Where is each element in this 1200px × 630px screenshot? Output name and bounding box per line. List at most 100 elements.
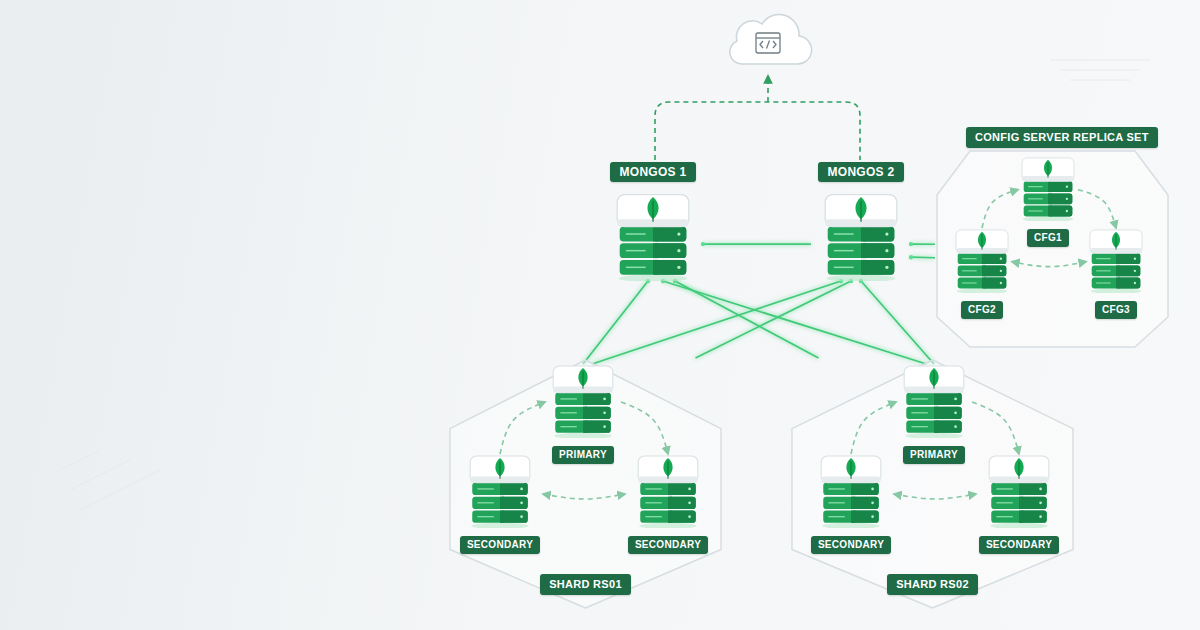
server-layer — [828, 260, 895, 275]
server-layer — [828, 243, 895, 258]
network-link — [592, 281, 841, 364]
node-label: CFG3 — [1095, 301, 1137, 319]
server-icon — [1089, 228, 1143, 293]
replica-set-group: CONFIG SERVER REPLICA SET CFG1CFG2 CFG3 — [935, 125, 1170, 350]
server-layer — [958, 253, 1007, 264]
server-layer — [640, 483, 696, 495]
node-label: PRIMARY — [552, 446, 614, 464]
cloud-icon — [730, 14, 812, 64]
icon-glow — [957, 288, 1007, 293]
decor-lines — [1050, 60, 1150, 80]
icon-glow — [639, 523, 697, 528]
network-link — [696, 281, 852, 358]
server-icon — [820, 454, 882, 528]
network-link — [663, 281, 926, 364]
server-cap — [617, 195, 689, 227]
server-layer — [1092, 278, 1141, 289]
link-joint — [909, 242, 913, 246]
node-label: SECONDARY — [979, 536, 1059, 554]
server-icon — [903, 364, 965, 438]
client-link — [767, 76, 769, 102]
server-cap — [904, 366, 964, 393]
server-icon — [955, 228, 1009, 293]
server-icon — [552, 364, 614, 438]
server-cap — [989, 456, 1049, 483]
server-icon — [824, 192, 898, 281]
node-label: SECONDARY — [628, 536, 708, 554]
leaf-logo — [1112, 232, 1120, 250]
server-layer — [828, 227, 895, 242]
server-node: CFG2 — [952, 228, 1012, 319]
server-icon — [988, 454, 1050, 528]
server-layer — [991, 483, 1047, 495]
group-shape — [792, 360, 1073, 608]
group-title: CONFIG SERVER REPLICA SET — [966, 127, 1158, 148]
server-cap — [470, 456, 530, 483]
network-link — [703, 243, 811, 245]
server-layer — [640, 511, 696, 523]
server-icon — [469, 454, 531, 528]
server-cap — [638, 456, 698, 483]
server-icon — [1021, 156, 1075, 221]
server-node: SECONDARY — [808, 454, 894, 554]
server-icon — [616, 192, 690, 281]
server-layer — [620, 227, 687, 242]
server-layer — [555, 393, 611, 405]
group-title: SHARD RS02 — [887, 574, 978, 595]
server-layer — [823, 511, 879, 523]
server-layer — [555, 407, 611, 419]
link-joint — [701, 242, 705, 246]
server-layer — [640, 497, 696, 509]
server-layer — [472, 497, 528, 509]
node-label: SECONDARY — [460, 536, 540, 554]
server-node: SECONDARY — [625, 454, 711, 554]
icon-glow — [618, 275, 687, 281]
leaf-logo — [647, 197, 658, 222]
server-node: CFG3 — [1086, 228, 1146, 319]
server-node: PRIMARY — [896, 364, 972, 464]
server-layer — [823, 497, 879, 509]
icon-glow — [990, 523, 1048, 528]
icon-glow — [822, 523, 880, 528]
leaf-logo — [929, 368, 938, 389]
network-link — [861, 281, 934, 364]
icon-glow — [826, 275, 895, 281]
server-layer — [991, 511, 1047, 523]
server-layer — [1092, 265, 1141, 276]
leaf-logo — [663, 458, 672, 479]
server-layer — [991, 497, 1047, 509]
network-link — [583, 281, 648, 364]
network-link — [911, 256, 935, 258]
server-layer — [1024, 181, 1073, 192]
leaf-logo — [1014, 458, 1023, 479]
server-cap — [1022, 158, 1074, 181]
server-layer — [1092, 253, 1141, 264]
router-node: MONGOS 2 — [811, 162, 911, 281]
node-label: CFG2 — [961, 301, 1003, 319]
server-layer — [620, 243, 687, 258]
server-layer — [906, 407, 962, 419]
icon-glow — [905, 433, 963, 438]
replica-set-group: SHARD RS02 PRIMARY SECONDARY SECONDARY — [790, 358, 1075, 610]
leaf-logo — [846, 458, 855, 479]
server-icon — [637, 454, 699, 528]
icon-glow — [471, 523, 529, 528]
node-label: CFG1 — [1027, 229, 1069, 247]
icon-glow — [554, 433, 612, 438]
replica-set-group: SHARD RS01 PRIMARY SECONDARY SECONDARY — [448, 358, 723, 610]
server-layer — [906, 421, 962, 433]
group-title: SHARD RS01 — [540, 574, 631, 595]
group-shape — [937, 151, 1168, 347]
server-layer — [1024, 193, 1073, 204]
node-label: SECONDARY — [811, 536, 891, 554]
leaf-logo — [578, 368, 587, 389]
server-layer — [958, 265, 1007, 276]
icon-glow — [1023, 216, 1073, 221]
leaf-logo — [495, 458, 504, 479]
decor-lines — [60, 450, 160, 510]
router-node: MONGOS 1 — [603, 162, 703, 281]
node-label: PRIMARY — [903, 446, 965, 464]
leaf-logo — [978, 232, 986, 250]
server-node: CFG1 — [1018, 156, 1078, 247]
